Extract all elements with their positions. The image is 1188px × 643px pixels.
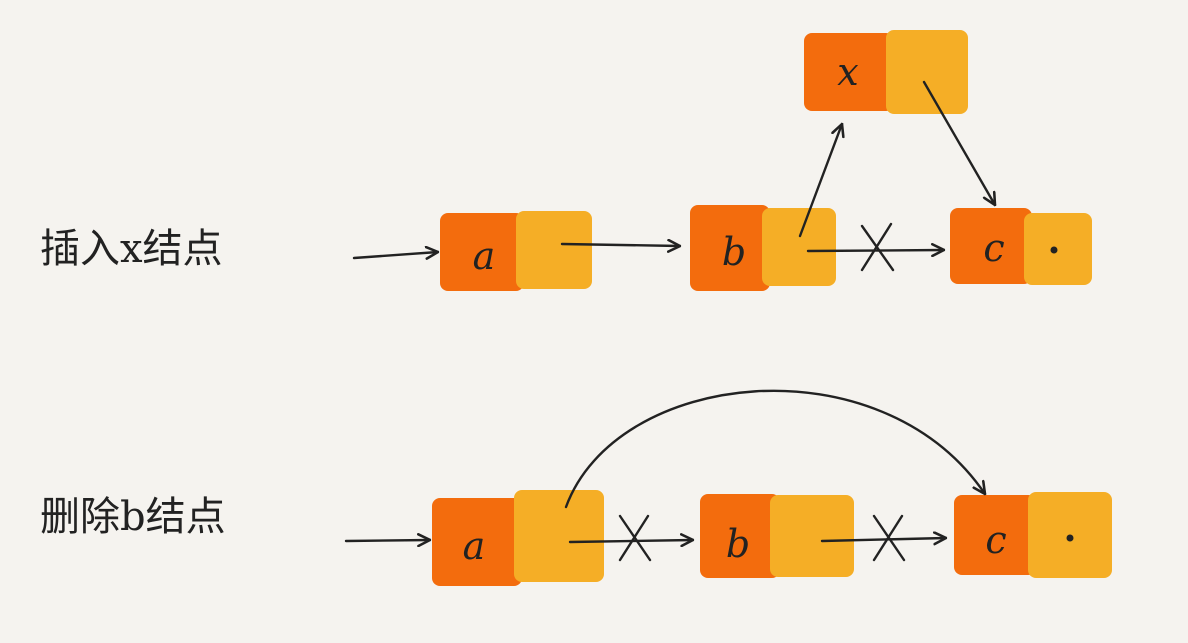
delete-node-b-data-cell (700, 494, 780, 578)
insert-node-b-data-cell (690, 205, 770, 291)
insert-node-b-text: b (722, 230, 746, 274)
insert-node-c: c (950, 208, 1092, 285)
insert-node-x-text: x (837, 50, 858, 94)
insert-cross-mark (860, 222, 895, 272)
insert-node-b: b (690, 205, 836, 291)
delete-node-c-text: c (985, 518, 1006, 562)
delete-node-b-text: b (726, 522, 750, 566)
insert-node-x: x (804, 30, 968, 114)
insert-arrow-b-to-x (798, 124, 842, 238)
insert-node-x-data-cell (804, 33, 894, 111)
insert-section: 插入x结点 a b x c (40, 30, 1092, 291)
insert-node-a-next-cell (516, 211, 592, 289)
delete-node-a-data-cell (432, 498, 522, 586)
delete-node-b: b (700, 494, 854, 578)
delete-node-a: a (432, 490, 604, 586)
insert-node-c-next-cell (1024, 213, 1092, 285)
delete-node-c-data-cell (954, 495, 1036, 575)
delete-cross-mark-1 (618, 514, 652, 562)
delete-node-b-next-cell (770, 495, 854, 577)
delete-cross-mark-2 (872, 514, 906, 562)
delete-arrow-a-to-c-curve (564, 389, 985, 509)
delete-label: 删除b结点 (40, 494, 226, 540)
delete-node-c-null-dot (1066, 534, 1074, 542)
insert-label: 插入x结点 (40, 226, 223, 272)
insert-node-a-data-cell (440, 213, 524, 291)
delete-section: 删除b结点 a b c (40, 389, 1112, 586)
delete-node-c: c (954, 492, 1112, 578)
delete-node-a-next-cell (514, 490, 604, 582)
insert-node-b-next-cell (762, 208, 836, 286)
insert-node-c-text: c (983, 226, 1004, 270)
insert-head-arrow (352, 252, 438, 258)
insert-node-c-data-cell (950, 208, 1032, 284)
insert-arrow-a-to-b (560, 244, 680, 246)
insert-arrow-x-to-c (922, 80, 995, 205)
insert-node-a: a (440, 211, 592, 291)
delete-node-a-text: a (463, 524, 486, 568)
insert-node-a-text: a (473, 234, 496, 278)
delete-head-arrow (344, 540, 430, 541)
insert-node-c-null-dot (1050, 246, 1058, 254)
delete-arrow-b-to-c-removed (820, 538, 946, 541)
insert-node-x-next-cell (886, 30, 968, 114)
insert-arrow-b-to-c-removed (806, 250, 944, 251)
